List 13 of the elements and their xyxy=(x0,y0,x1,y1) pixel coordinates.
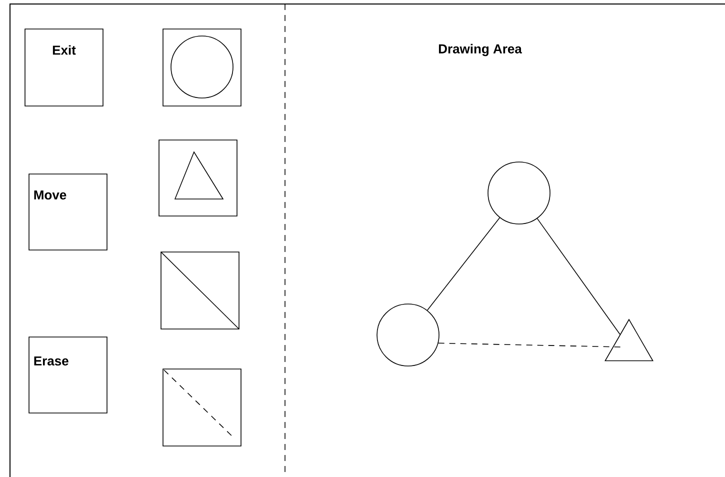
area-title: Drawing Area xyxy=(438,44,522,56)
connector-line xyxy=(536,218,620,335)
button: Erase xyxy=(28,336,108,414)
line-tool-box xyxy=(160,252,240,330)
circle-shape xyxy=(376,304,440,366)
button: Exit xyxy=(24,28,104,106)
connector-line xyxy=(438,342,622,348)
circle-shape xyxy=(488,162,550,224)
triangle-tool-box xyxy=(158,140,238,216)
dashed-tool-box xyxy=(162,368,242,446)
button: Move xyxy=(28,174,108,250)
circle-tool-box xyxy=(162,28,242,106)
connector-line xyxy=(426,217,500,311)
